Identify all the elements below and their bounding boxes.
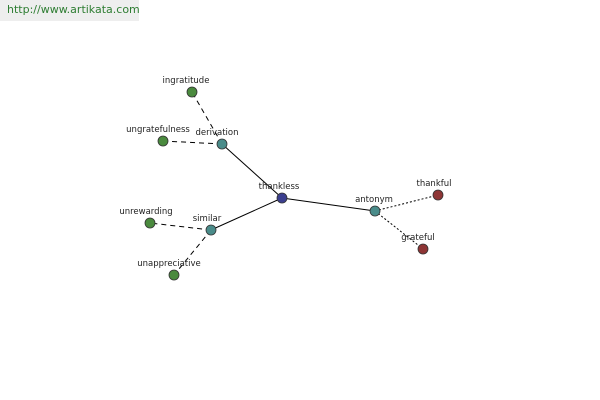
node-unappreciative[interactable]: unappreciative	[137, 259, 201, 281]
node-grateful[interactable]: grateful	[401, 233, 435, 255]
node-unappreciative-marker[interactable]	[168, 269, 180, 281]
node-ungratefulness-label[interactable]: ungratefulness	[126, 125, 190, 135]
node-thankless[interactable]: thankless	[259, 182, 300, 204]
node-unrewarding-label[interactable]: unrewarding	[119, 207, 172, 217]
node-ungratefulness[interactable]: ungratefulness	[126, 125, 190, 147]
node-antonym[interactable]: antonym	[355, 195, 393, 217]
site-url-link[interactable]: http://www.artikata.com	[7, 3, 140, 16]
edge-thankless-antonym	[281, 197, 376, 212]
edges-layer	[149, 91, 439, 276]
nodes-layer: thankless derivation similar antonym ingrati…	[119, 76, 452, 281]
node-ingratitude-label[interactable]: ingratitude	[163, 76, 210, 86]
node-unappreciative-label[interactable]: unappreciative	[137, 259, 201, 269]
node-grateful-label[interactable]: grateful	[401, 233, 434, 243]
edge-antonym-thankful	[374, 194, 439, 212]
node-thankful-label[interactable]: thankful	[417, 179, 452, 189]
node-ingratitude-marker[interactable]	[186, 86, 198, 98]
edge-similar-unappreciative	[173, 229, 212, 276]
node-grateful-marker[interactable]	[417, 243, 429, 255]
node-unrewarding-marker[interactable]	[144, 217, 156, 229]
node-ungratefulness-marker[interactable]	[157, 135, 169, 147]
edge-derivation-ingratitude	[191, 91, 223, 145]
node-antonym-marker[interactable]	[369, 205, 381, 217]
node-thankless-marker[interactable]	[276, 192, 288, 204]
node-thankful-marker[interactable]	[432, 189, 444, 201]
node-ingratitude[interactable]: ingratitude	[163, 76, 210, 98]
edge-thankless-similar	[210, 197, 283, 231]
url-banner: http://www.artikata.com	[0, 0, 140, 21]
node-derivation-label[interactable]: derivation	[195, 128, 238, 138]
edge-derivation-ungratefulness	[162, 140, 223, 145]
node-similar-marker[interactable]	[205, 224, 217, 236]
node-derivation[interactable]: derivation	[195, 128, 239, 150]
node-derivation-marker[interactable]	[216, 138, 228, 150]
edge-thankless-derivation	[221, 143, 283, 199]
node-similar[interactable]: similar	[193, 214, 222, 236]
node-unrewarding[interactable]: unrewarding	[119, 207, 173, 229]
node-antonym-label[interactable]: antonym	[355, 195, 393, 205]
edge-similar-unrewarding	[149, 222, 212, 231]
node-similar-label[interactable]: similar	[193, 214, 222, 224]
node-thankless-label[interactable]: thankless	[259, 182, 300, 192]
edge-antonym-grateful	[374, 210, 424, 250]
node-thankful[interactable]: thankful	[417, 179, 452, 201]
